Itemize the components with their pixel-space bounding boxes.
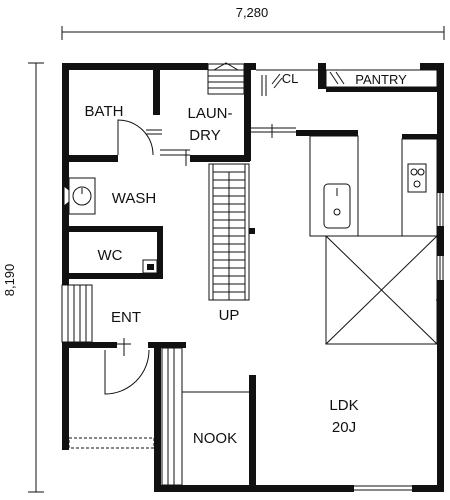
bottom-window (354, 485, 412, 491)
height-dimension-label: 8,190 (2, 264, 17, 297)
room-label-cl: CL (282, 71, 299, 86)
room-label-bath: BATH (85, 103, 124, 120)
room-label-ldk-size: 20J (332, 419, 356, 436)
width-dimension: 7,280 (61, 5, 445, 40)
staircase (208, 163, 250, 301)
room-label-laundry-2: DRY (189, 127, 220, 144)
room-label-ent: ENT (111, 309, 141, 326)
right-windows (436, 193, 444, 301)
room-label-nook: NOOK (193, 430, 237, 447)
nook-area (161, 347, 249, 486)
closet-area (256, 69, 318, 96)
wash-basin (63, 177, 96, 215)
kitchen-counter (401, 138, 438, 237)
laundry-door (160, 149, 190, 166)
laundry-window-stair (207, 62, 245, 95)
bath-door (117, 119, 162, 156)
pantry-area (325, 69, 438, 88)
stair-label-up: UP (219, 307, 240, 324)
laundry-ldk-door (251, 124, 296, 138)
room-label-laundry-1: LAUN- (187, 105, 232, 122)
room-label-ldk: LDK (329, 397, 358, 414)
room-label-pantry: PANTRY (355, 72, 407, 87)
room-label-wash: WASH (112, 190, 156, 207)
room-label-wc: WC (98, 247, 123, 264)
open-void (325, 235, 438, 345)
interior-walls (62, 63, 437, 492)
kitchen-island (309, 135, 359, 237)
width-dimension-label: 7,280 (236, 5, 269, 20)
height-dimension: 8,190 (2, 62, 44, 493)
wc-fixture (142, 259, 158, 274)
entrance-porch (61, 284, 155, 449)
